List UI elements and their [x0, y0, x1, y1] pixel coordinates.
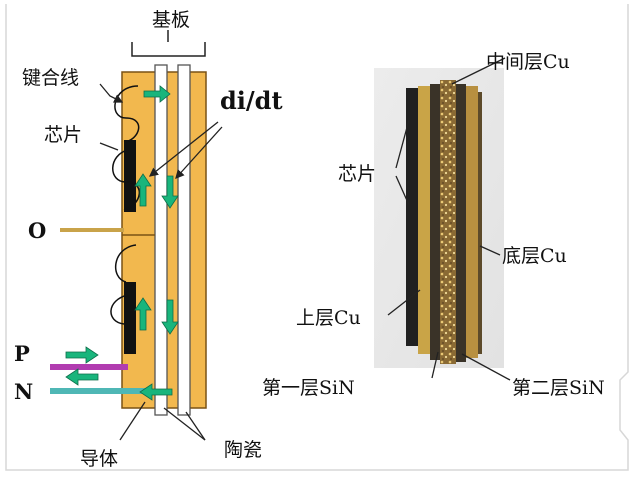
- bond-wire-3: [114, 244, 137, 283]
- bond-wire-4: [110, 294, 129, 325]
- cross-section-photo: 中间层Cu 芯片 底层Cu 上层Cu 第一层SiN 第二层SiN: [262, 51, 605, 399]
- first-sin-label: 第一层SiN: [262, 377, 355, 399]
- bond-wire-2: [112, 149, 140, 211]
- module-cross-section: 基板 键合线 芯片 di/dt O P N 导体 陶瓷: [14, 9, 283, 470]
- photo-chip-layer: [406, 88, 418, 346]
- didt-label: di/dt: [220, 86, 283, 115]
- chip-label: 芯片: [44, 124, 82, 146]
- second-sin-label: 第二层SiN: [512, 377, 605, 399]
- ceramic-label: 陶瓷: [224, 439, 262, 461]
- bottom-cu-label: 底层Cu: [502, 245, 567, 267]
- substrate-label: 基板: [152, 9, 190, 31]
- p-terminal-label: P: [14, 341, 30, 366]
- bond-wire-1: [114, 85, 140, 143]
- photo-chip-label: 芯片: [338, 163, 376, 185]
- middle-cu-label: 中间层Cu: [486, 51, 570, 73]
- conductor-label: 导体: [80, 448, 118, 470]
- p-bus: [50, 364, 128, 370]
- photo-middle-cu: [440, 80, 456, 364]
- n-bus: [50, 388, 150, 394]
- photo-first-sin: [430, 84, 440, 360]
- photo-bottom-cu: [466, 86, 478, 358]
- bond-wire-label: 键合线: [22, 67, 79, 89]
- substrate-brace: [131, 42, 206, 57]
- photo-top-cu: [418, 86, 430, 354]
- ceramic-layer-2: [177, 64, 191, 416]
- photo-second-sin: [456, 84, 466, 362]
- chip-lower: [124, 282, 136, 354]
- ceramic-layer-1: [154, 64, 168, 416]
- current-arrows: [65, 85, 179, 401]
- chip-upper: [124, 140, 136, 212]
- photo-leader-lines: [387, 57, 511, 381]
- output-terminal-label: O: [28, 218, 46, 243]
- n-terminal-label: N: [14, 379, 33, 404]
- top-cu-label: 上层Cu: [296, 307, 361, 329]
- frame-border: [5, 4, 629, 471]
- leader-lines: [99, 83, 223, 441]
